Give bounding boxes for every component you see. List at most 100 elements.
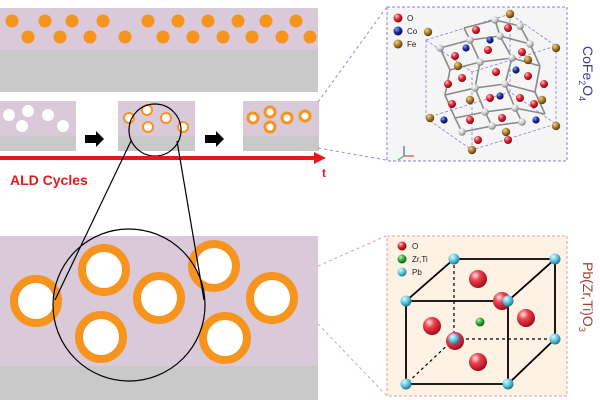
cobalt-atom (512, 66, 520, 74)
particle (171, 14, 185, 28)
particle (5, 14, 19, 28)
bond (454, 111, 486, 119)
legend-item-zrti: Zr,Ti (397, 254, 428, 264)
node-atom (511, 104, 519, 112)
iron-atom (505, 9, 515, 19)
bond (504, 83, 536, 93)
legend-item-pb: Pb (397, 267, 422, 277)
particle (38, 14, 52, 28)
node-atom (488, 122, 496, 130)
spinel-lattice (423, 9, 561, 155)
oxygen-atom (474, 136, 482, 144)
top-particle-layer (5, 14, 317, 44)
legend-item-o: O (397, 241, 418, 251)
bond (444, 87, 476, 96)
oxygen-atom (466, 116, 474, 124)
particle (96, 14, 110, 28)
oxygen-atom (540, 80, 548, 88)
cobalt-atom (532, 116, 540, 124)
stage-1 (0, 101, 76, 151)
oxygen-atom (484, 46, 492, 54)
node-atom (491, 16, 499, 24)
oxygen-atom (504, 24, 512, 32)
oxygen-atom (530, 100, 538, 108)
particle (78, 244, 130, 296)
bond (491, 121, 523, 127)
particle (10, 275, 62, 327)
iron-atom (425, 113, 435, 123)
oxygen-atom (516, 94, 524, 102)
svg-text:Zr,Ti: Zr,Ti (412, 255, 428, 264)
oxygen-atom (492, 68, 500, 76)
particle (21, 30, 35, 44)
cofe2o4-formula: CoFe2O4 (577, 46, 596, 101)
time-axis-label: ALD Cycles (10, 172, 88, 188)
iron-atom (467, 145, 477, 155)
svg-text:Co: Co (407, 27, 418, 36)
pzt-formula: Pb(Zr,Ti)O3 (577, 262, 596, 332)
svg-text:O: O (412, 242, 418, 251)
stage-3 (243, 101, 319, 151)
oxygen-atom (472, 26, 480, 34)
particle (246, 272, 298, 324)
particle (303, 30, 317, 44)
iron-atom (551, 43, 561, 53)
red-sphere-icon (397, 241, 407, 251)
oxygen-atom (451, 52, 459, 60)
particle (133, 272, 185, 324)
oxygen-atom (458, 74, 466, 82)
node-atom (526, 40, 534, 48)
pzt-legend: O Zr,Ti Pb (397, 241, 428, 277)
node-atom (471, 84, 479, 92)
particle (156, 30, 170, 44)
particle (83, 30, 97, 44)
magnifier-lens (52, 140, 206, 382)
iron-atom (551, 121, 561, 131)
bond (529, 43, 541, 67)
iron-atom (537, 95, 547, 105)
cyan-sphere-icon (397, 267, 407, 277)
cobalt-atom (440, 116, 448, 124)
green-sphere-icon (397, 254, 407, 264)
bond (514, 107, 546, 115)
particle (188, 240, 240, 292)
axes-triad-icon (397, 146, 414, 161)
cobalt-atom (462, 44, 470, 52)
particle (231, 14, 245, 28)
bond (463, 19, 496, 29)
node-atom (481, 108, 489, 116)
particle (259, 14, 273, 28)
svg-text:Fe: Fe (407, 40, 417, 49)
oxygen-atom (448, 100, 456, 108)
oxygen-atom (486, 94, 494, 102)
pzt-panel: O Zr,Ti Pb (386, 235, 568, 397)
bond (461, 125, 493, 133)
bond (474, 87, 486, 113)
node-atom (496, 32, 504, 40)
bond (534, 65, 541, 93)
node-atom (508, 54, 516, 62)
cobalt-atom (496, 92, 504, 100)
node-atom (436, 44, 444, 52)
legend-item-fe: Fe (393, 39, 417, 49)
bottom-substrate-layer (0, 366, 318, 400)
arrow-2 (205, 131, 224, 147)
particle (65, 14, 79, 28)
bond (439, 47, 451, 71)
bond (494, 19, 521, 27)
iron-atom (423, 27, 433, 37)
magnifier-large-circle (52, 228, 206, 382)
node-atom (476, 58, 484, 66)
bond (504, 57, 513, 85)
svg-text:O: O (407, 14, 413, 23)
cofe2o4-legend: O Co Fe (393, 13, 418, 49)
stage-3-substrate (243, 136, 319, 151)
stage-3-coated-pores (246, 105, 312, 134)
legend-item-o: O (393, 13, 413, 23)
time-axis-line (0, 156, 316, 160)
particle (75, 311, 127, 363)
bronze-sphere-icon (393, 39, 403, 49)
particle (186, 30, 200, 44)
blue-sphere-icon (393, 26, 403, 36)
iron-atom (501, 127, 511, 137)
